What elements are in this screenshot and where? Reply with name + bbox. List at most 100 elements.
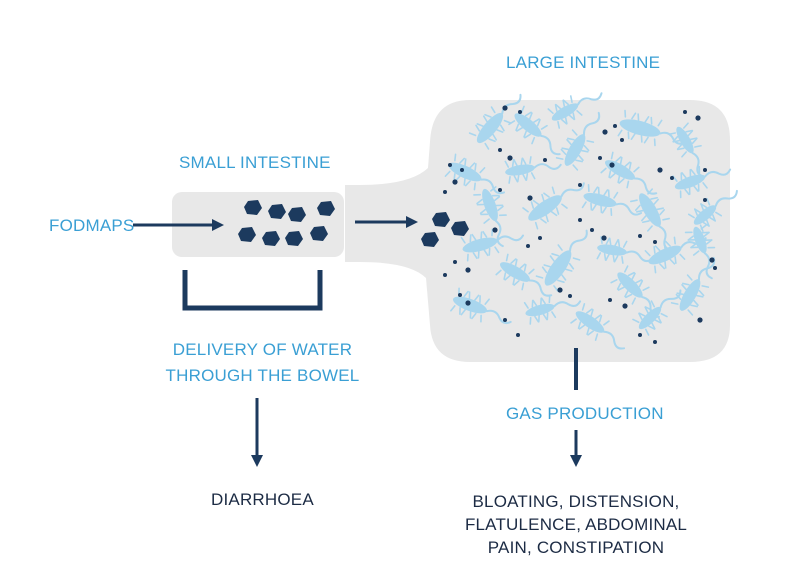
particle-dot xyxy=(697,317,703,323)
bacterium xyxy=(684,224,716,280)
diarrhoea-arrow xyxy=(251,398,263,467)
particle-dot xyxy=(653,240,657,244)
bacterium xyxy=(522,182,585,230)
particle-dot xyxy=(608,298,612,302)
particle-dot xyxy=(695,115,701,121)
fodmap-molecule xyxy=(285,231,303,246)
fodmap-molecule xyxy=(310,226,328,241)
particle-dot xyxy=(516,333,520,337)
transfer-arrow xyxy=(355,216,418,228)
symptoms-line-2: FLATULENCE, ABDOMINAL xyxy=(464,515,688,534)
fodmap-molecule xyxy=(262,231,280,246)
particle-dot xyxy=(543,158,547,162)
arrows xyxy=(133,216,582,467)
particle-dot xyxy=(602,129,608,135)
particle-dot xyxy=(578,183,582,187)
bacterium xyxy=(444,153,506,195)
fodmap-molecule xyxy=(432,212,450,227)
particle-dot xyxy=(448,163,452,167)
fodmap-molecule xyxy=(451,221,469,236)
gas-production-label: GAS PRODUCTION xyxy=(506,404,664,423)
particle-dot xyxy=(657,167,663,173)
particle-dot xyxy=(492,227,498,233)
bacterium xyxy=(600,151,658,195)
large-intestine-shape xyxy=(345,100,730,362)
symptoms-label: BLOATING, DISTENSION, FLATULENCE, ABDOMI… xyxy=(460,490,692,559)
fodmap-molecule xyxy=(317,201,335,216)
bacterium xyxy=(672,165,732,199)
bacterium xyxy=(617,109,686,147)
symptoms-line-1: BLOATING, DISTENSION, xyxy=(472,492,680,511)
particle-dot xyxy=(443,190,447,194)
small-intestine-label: SMALL INTESTINE xyxy=(179,153,331,172)
particle-layer xyxy=(443,105,717,344)
particle-dot xyxy=(443,273,447,277)
bacterium xyxy=(508,105,561,156)
particle-dot xyxy=(526,244,530,248)
bacterium xyxy=(504,156,562,184)
bacterium xyxy=(547,92,603,129)
diarrhoea-label: DIARRHOEA xyxy=(211,490,314,509)
fodmaps-arrow xyxy=(133,219,224,231)
bacterium xyxy=(570,303,626,350)
particle-dot xyxy=(460,168,464,172)
particle-dot xyxy=(465,267,471,273)
particle-dot xyxy=(590,228,594,232)
delivery-bracket xyxy=(182,270,323,311)
fodmap-molecule xyxy=(421,232,439,247)
particle-dot xyxy=(557,287,563,293)
particle-dot xyxy=(613,124,617,128)
particle-dot xyxy=(502,105,508,111)
bacterium xyxy=(632,289,682,336)
bacteria-layer xyxy=(444,92,738,350)
particle-dot xyxy=(453,260,457,264)
bacterium xyxy=(581,184,643,216)
particle-dot xyxy=(452,179,458,185)
particle-dot xyxy=(703,168,707,172)
particle-dot xyxy=(620,138,624,142)
particle-dot xyxy=(498,188,502,192)
delivery-line-2: THROUGH THE BOWEL xyxy=(165,366,360,385)
bacterium xyxy=(473,186,507,248)
particle-dot xyxy=(598,156,602,160)
symptoms-line-3: PAIN, CONSTIPATION xyxy=(487,538,665,557)
bacterium xyxy=(523,295,582,325)
particle-dot xyxy=(709,257,715,263)
fodmap-molecule xyxy=(288,207,306,222)
symptoms-arrow xyxy=(570,430,582,467)
particle-dot xyxy=(507,155,513,161)
large-intestine-label: LARGE INTESTINE xyxy=(506,53,661,72)
particle-dot xyxy=(503,318,507,322)
particle-dot xyxy=(601,235,607,241)
fodmap-molecules-small-intestine xyxy=(238,200,335,246)
fodmap-molecule xyxy=(238,227,256,242)
particle-dot xyxy=(638,333,642,337)
particle-dot xyxy=(465,300,471,306)
particle-dot xyxy=(713,266,717,270)
particle-dot xyxy=(538,236,542,240)
particle-dot xyxy=(653,340,657,344)
fodmap-molecule xyxy=(244,200,262,215)
bacterium xyxy=(450,287,512,325)
particle-dot xyxy=(670,176,674,180)
particle-dot xyxy=(518,110,522,114)
particle-dot xyxy=(703,198,707,202)
particle-dot xyxy=(683,110,687,114)
bacterium xyxy=(630,188,672,251)
particle-dot xyxy=(609,162,615,168)
bacterium xyxy=(596,236,654,264)
delivery-line-1: DELIVERY OF WATER xyxy=(172,340,353,359)
particle-dot xyxy=(578,218,582,222)
particle-dot xyxy=(638,234,642,238)
particle-dot xyxy=(527,195,533,201)
bacterium xyxy=(495,253,553,297)
fodmaps-label: FODMAPS xyxy=(49,216,135,235)
fodmap-molecules-large-intestine xyxy=(421,212,469,247)
fodmap-molecule xyxy=(268,204,286,219)
bacterium xyxy=(460,228,525,262)
bacterium xyxy=(535,229,588,292)
bacterium xyxy=(555,111,601,171)
bacterium xyxy=(644,236,707,274)
